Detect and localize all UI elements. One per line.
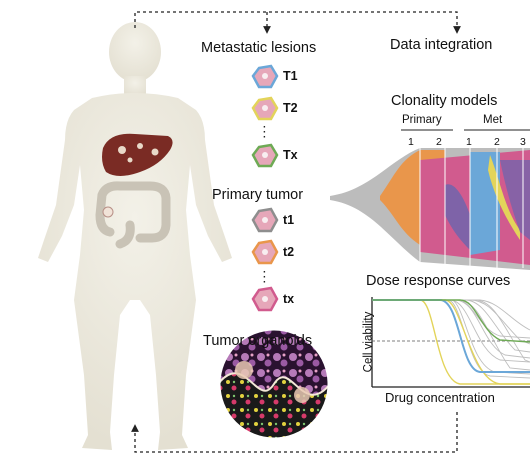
sample-label-Tx: Tx [283, 148, 298, 162]
curve-blue [372, 299, 530, 373]
metastatic-lesions-label: Metastatic lesions [201, 40, 317, 56]
clone-purple [445, 184, 470, 250]
tumor-icon-t2 [251, 239, 279, 265]
primary-tick-1: 1 [408, 136, 414, 148]
clonality-models-label: Clonality models [391, 93, 498, 109]
top-dashed-arrow [134, 11, 461, 34]
organoid-image [220, 330, 328, 438]
colon-organ [95, 181, 171, 249]
sample-label-t2: t2 [283, 245, 295, 259]
bottom-dashed-arrow [131, 412, 458, 453]
met-tick-1: 1 [466, 136, 472, 148]
data-integration-label: Data integration [390, 37, 493, 53]
tumor-icon-tx [251, 286, 279, 312]
met-region-label: Met [483, 114, 503, 126]
dose-response-curves-label: Dose response curves [366, 273, 511, 289]
vertical-ellipsis-icon: ··· [263, 122, 267, 143]
lesion-icon-T1 [251, 64, 279, 89]
met-tick-2: 2 [494, 136, 500, 148]
primary-tumor-label: Primary tumor [212, 187, 304, 203]
tumor-icon-t1 [251, 207, 279, 233]
x-axis-label: Drug concentration [385, 390, 495, 405]
vertical-ellipsis-icon: ··· [263, 267, 267, 288]
sample-label-T2: T2 [283, 101, 298, 115]
primary-region-label: Primary [402, 114, 442, 126]
body-silhouette [38, 22, 232, 450]
met-tick-3: 3 [520, 136, 526, 148]
primary-tick-2: 2 [436, 136, 442, 148]
dose-response-chart [371, 297, 530, 388]
liver-organ [102, 133, 173, 176]
clone-blue [470, 152, 500, 255]
clonality-fish-plot [330, 148, 530, 270]
colon-tumor [102, 206, 114, 218]
tumor-organoids-label: Tumor organoids [203, 333, 313, 349]
sample-label-tx: tx [283, 292, 295, 306]
y-axis-label: Cell viability [362, 311, 375, 373]
lesion-icon-T2 [251, 96, 279, 121]
curve-yellow-2 [372, 299, 530, 385]
sample-label-t1: t1 [283, 213, 295, 227]
clone-yellow [488, 155, 520, 240]
sample-label-T1: T1 [283, 69, 298, 83]
curve-green [372, 299, 530, 343]
lesion-icon-Tx [251, 143, 279, 168]
